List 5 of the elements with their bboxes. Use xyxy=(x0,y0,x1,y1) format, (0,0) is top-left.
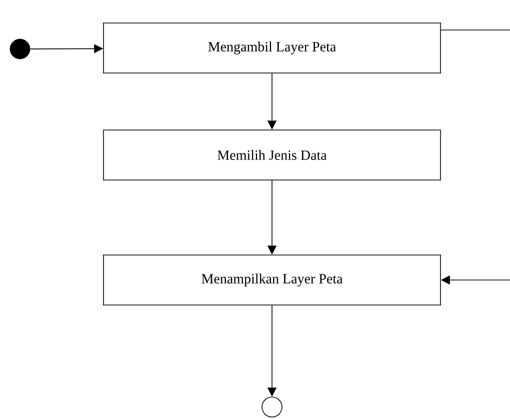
start-dot xyxy=(10,38,30,60)
process-box: Mengambil Layer Peta xyxy=(103,22,441,74)
process-box: Menampilkan Layer Peta xyxy=(103,254,441,306)
end-circle xyxy=(262,396,282,418)
process-box: Memilih Jenis Data xyxy=(103,130,441,180)
